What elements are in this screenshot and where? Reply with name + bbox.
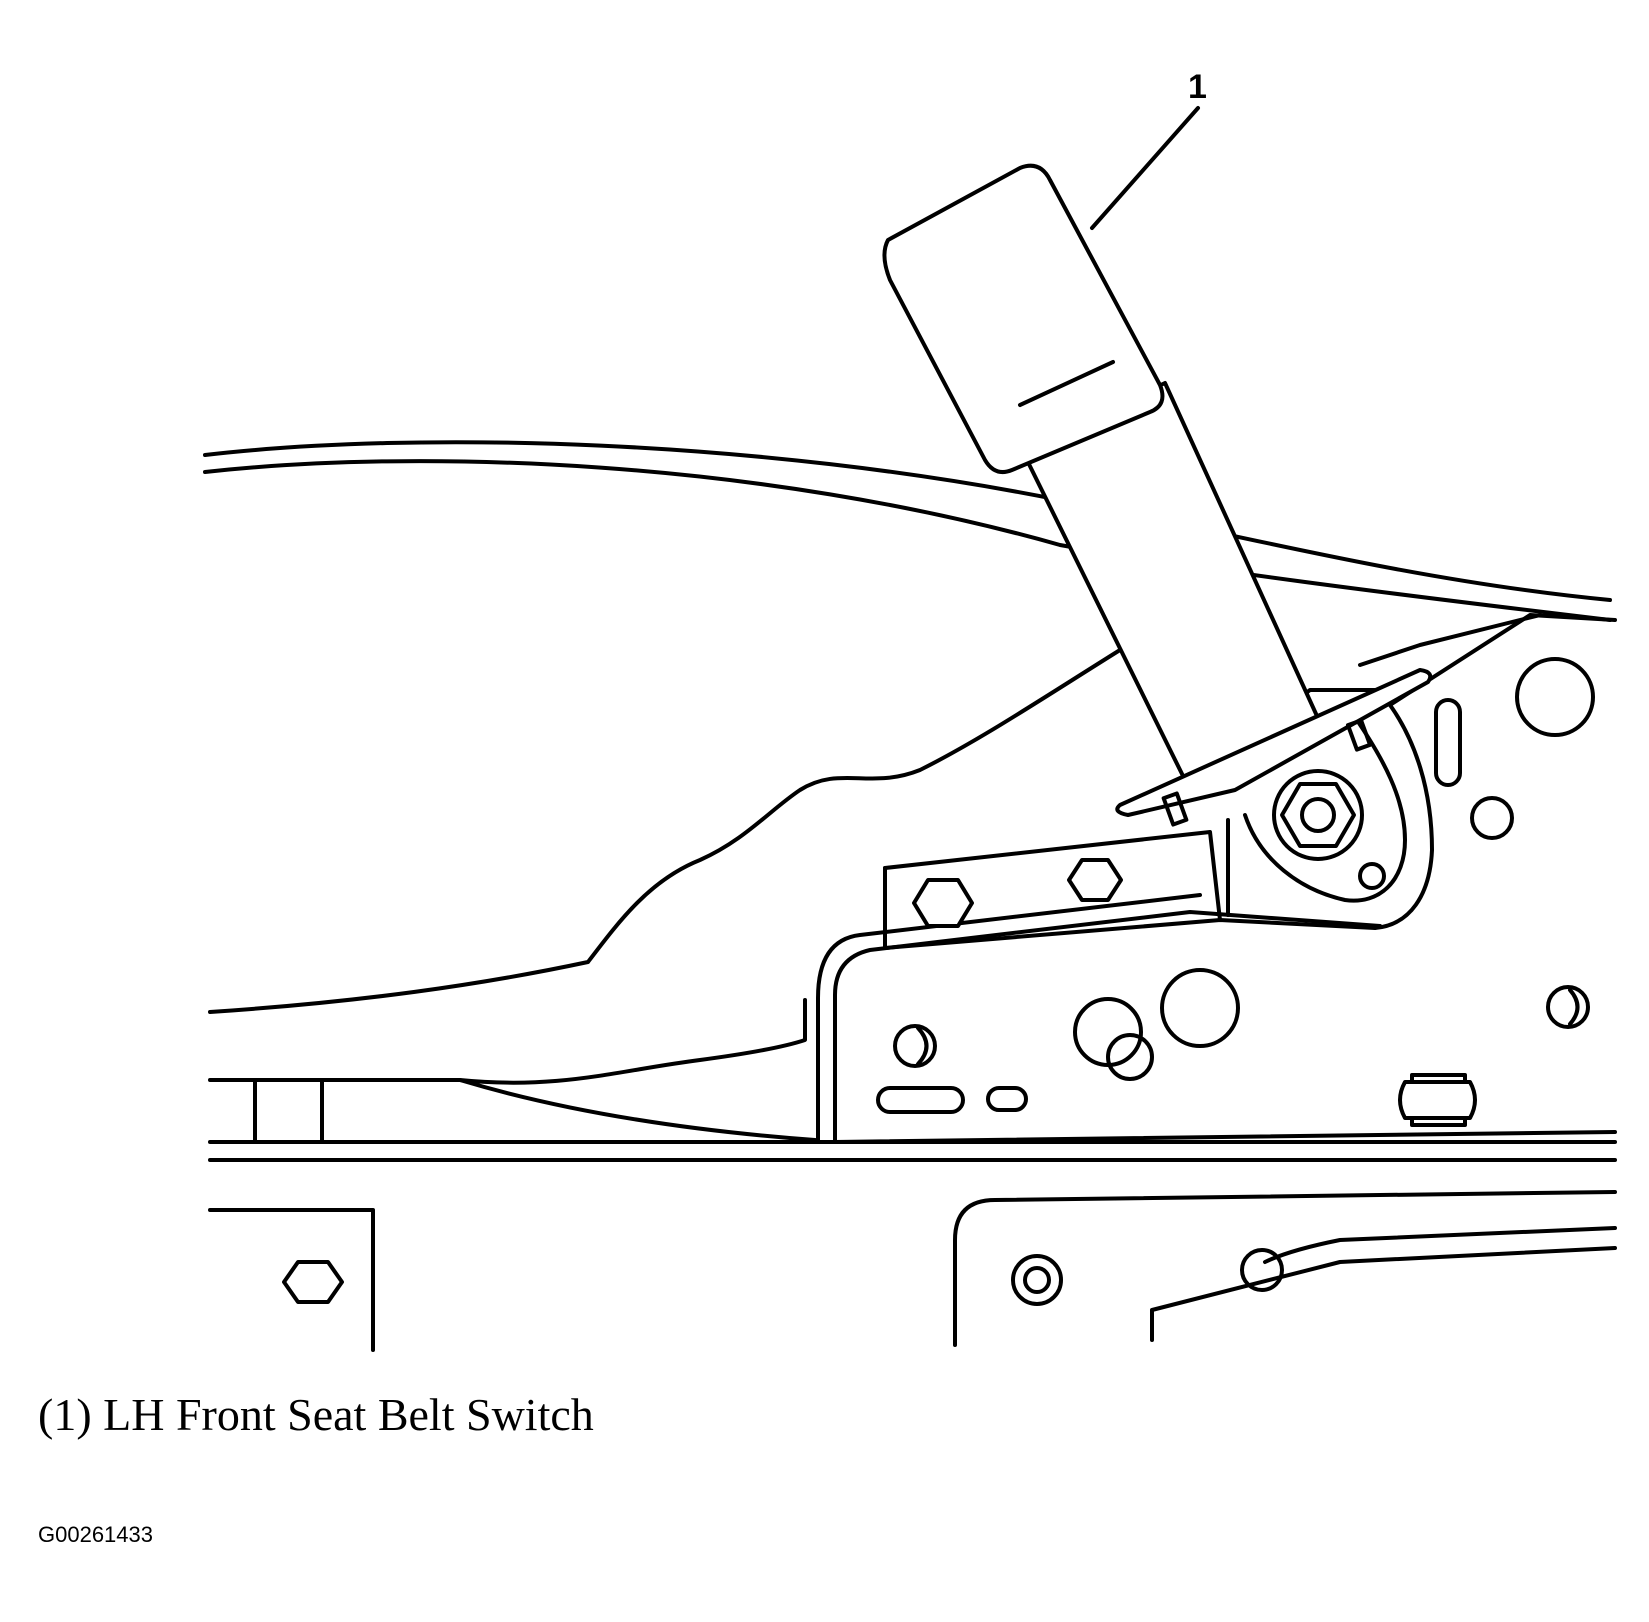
seat-trim-edge [208,648,1122,1014]
seat-cushion-outline [203,440,1612,622]
torx-screw-icon [1011,1254,1063,1306]
hex-bolt-icon [912,878,974,928]
seat-adjuster-plate [816,893,1617,1144]
seat-belt-buckle [882,163,1165,474]
callout-leader-line [1090,106,1200,230]
callout-number: 1 [1188,68,1207,106]
lower-track-plate [953,1190,1617,1347]
hex-bolt-icon [282,1260,344,1304]
figure-id: G00261433 [38,1522,153,1547]
lower-left-bracket [208,1208,375,1352]
buckle-anchor-bracket [883,613,1617,950]
side-plate-holes [1434,657,1595,840]
belt-switch-plate [1115,668,1433,890]
figure-caption: (1) LH Front Seat Belt Switch [38,1389,594,1440]
torx-screw-icon [1240,1248,1284,1292]
hex-bolt-icon [1067,858,1123,902]
